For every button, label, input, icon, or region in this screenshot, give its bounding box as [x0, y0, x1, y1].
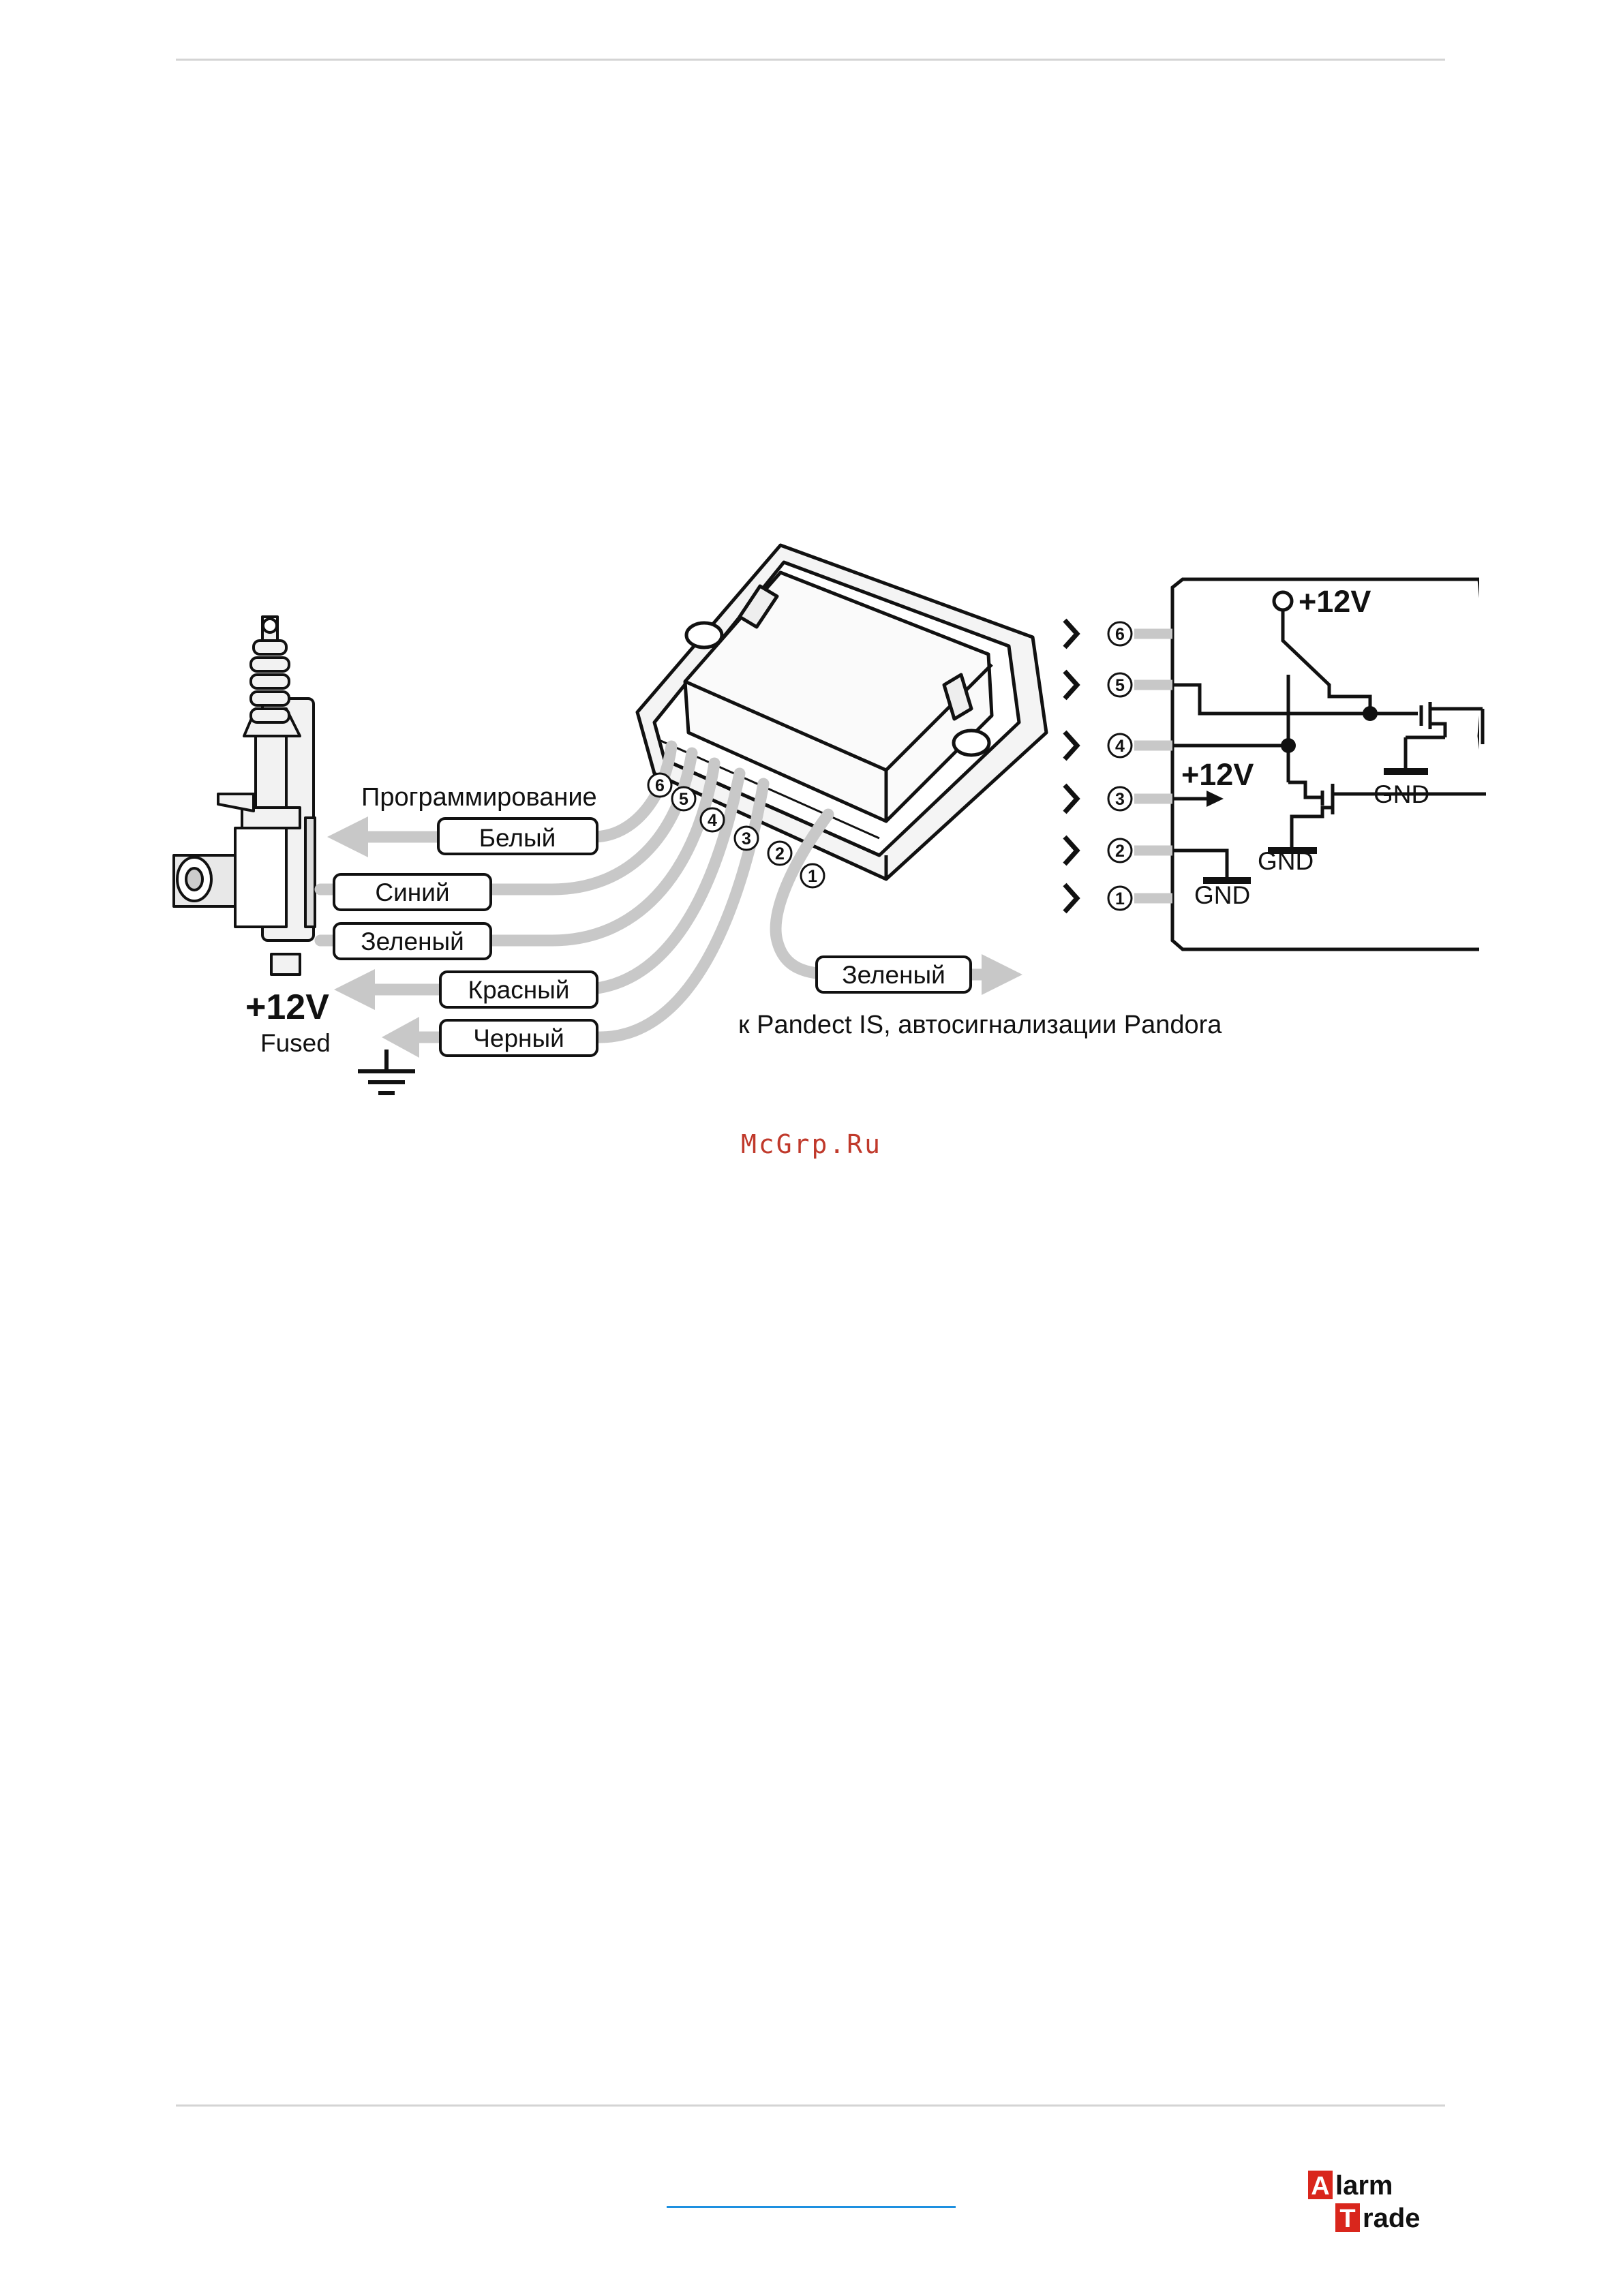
arrow-red [334, 969, 375, 1010]
label-black: Черный [473, 1024, 564, 1052]
schematic-pin-1: 1 [1115, 889, 1125, 908]
schematic-pin-3: 3 [1115, 790, 1125, 809]
logo-line2: rade [1363, 2203, 1421, 2233]
ground-icon [358, 1050, 415, 1093]
supply-top-label: +12V [1299, 584, 1371, 619]
arrow-white [327, 816, 368, 857]
schematic-pin-2: 2 [1115, 842, 1125, 861]
label-red: Красный [468, 976, 570, 1004]
supply-terminal [1274, 592, 1292, 610]
door-actuator [174, 617, 315, 975]
label-green-right: Зеленый [842, 961, 945, 989]
label-blue: Синий [375, 878, 449, 906]
pin-label-4: 4 [708, 811, 717, 830]
pin-label-1: 1 [808, 867, 817, 886]
logo-initial-a: A [1311, 2172, 1329, 2201]
supply-mid-label: +12V [1181, 757, 1254, 792]
label-green-left: Зеленый [361, 928, 464, 955]
schematic-pin-4: 4 [1115, 737, 1125, 756]
gnd-label-2: GND [1258, 847, 1314, 875]
schematic: 6 5 4 3 2 1 [1065, 572, 1500, 958]
schematic-pin-5: 5 [1115, 676, 1125, 695]
footer-link-underline[interactable] [667, 2206, 956, 2208]
arrow-green-right [982, 954, 1022, 995]
destination-label: к Pandect IS, автосигнализации Pandora [738, 1011, 1222, 1039]
schematic-pin-6: 6 [1115, 625, 1125, 644]
pin-label-6: 6 [655, 776, 665, 795]
schematic-mask [1479, 572, 1500, 958]
pin-label-5: 5 [679, 790, 688, 809]
logo-initial-t: T [1339, 2205, 1355, 2233]
alarm-trade-logo: A larm T rade [1308, 2169, 1444, 2235]
pin-label-2: 2 [775, 844, 785, 863]
gnd-label-1: GND [1374, 780, 1429, 808]
programming-label: Программирование [361, 783, 597, 812]
schematic-inputs [1065, 620, 1077, 912]
logo-line1: larm [1335, 2171, 1393, 2201]
watermark: McGrp.Ru [0, 1129, 1623, 1159]
gnd-label-3: GND [1194, 881, 1250, 909]
power-label: +12V [245, 988, 329, 1027]
pin-label-3: 3 [742, 829, 751, 848]
label-white: Белый [479, 824, 556, 852]
power-sub-label: Fused [260, 1029, 331, 1057]
